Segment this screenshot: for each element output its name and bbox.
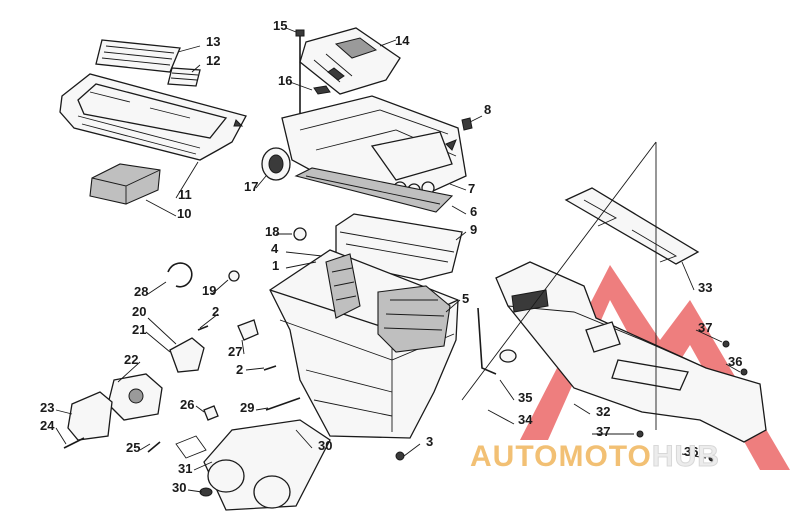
callout-c37b: 37 xyxy=(596,424,610,439)
callout-c36a: 36 xyxy=(728,354,742,369)
callout-c37a: 37 xyxy=(698,320,712,335)
callout-c7: 7 xyxy=(468,181,475,196)
callout-c33: 33 xyxy=(698,280,712,295)
callout-c13: 13 xyxy=(206,34,220,49)
callout-c36b: 36 xyxy=(684,444,698,459)
watermark-text: AUTOMOTOHUB xyxy=(470,440,720,474)
callout-c11: 11 xyxy=(178,187,192,202)
callout-c32: 32 xyxy=(596,404,610,419)
leader-lines xyxy=(55,27,741,493)
callout-c19: 19 xyxy=(202,283,216,298)
callout-c6: 6 xyxy=(470,204,477,219)
airbox-main xyxy=(269,213,463,461)
callout-c31: 31 xyxy=(178,461,192,476)
left-fittings xyxy=(63,262,331,511)
watermark-part-b: HUB xyxy=(651,440,720,474)
filter-cover-assembly xyxy=(59,39,247,205)
callout-c12: 12 xyxy=(206,53,220,68)
callout-c8: 8 xyxy=(484,102,491,117)
callout-c15: 15 xyxy=(273,18,287,33)
callout-c25: 25 xyxy=(126,440,140,455)
callout-c26: 26 xyxy=(180,397,194,412)
callout-c17: 17 xyxy=(244,179,258,194)
callout-c4: 4 xyxy=(271,241,279,256)
callout-c24: 24 xyxy=(40,418,55,433)
callout-c14: 14 xyxy=(395,33,410,48)
callout-c9: 9 xyxy=(470,222,477,237)
callout-c16: 16 xyxy=(278,73,292,88)
callout-c28: 28 xyxy=(134,284,148,299)
intake-duct-assembly xyxy=(477,187,767,462)
electrical-tray-assembly xyxy=(261,95,473,213)
callout-c34: 34 xyxy=(518,412,533,427)
callout-c18: 18 xyxy=(265,224,279,239)
callout-c27: 27 xyxy=(228,344,242,359)
watermark-part-a: AUTOMOTO xyxy=(470,440,652,473)
callout-c2a: 2 xyxy=(212,304,219,319)
callout-c23: 23 xyxy=(40,400,54,415)
callout-c22: 22 xyxy=(124,352,138,367)
callout-c29: 29 xyxy=(240,400,254,415)
callout-c1: 1 xyxy=(272,258,279,273)
callout-c10: 10 xyxy=(177,206,191,221)
callout-c35: 35 xyxy=(518,390,532,405)
callout-c5: 5 xyxy=(462,291,469,306)
callout-c20: 20 xyxy=(132,304,146,319)
callout-c3: 3 xyxy=(426,434,433,449)
callout-c30b: 30 xyxy=(172,480,186,495)
callout-c30a: 30 xyxy=(318,438,332,453)
callout-c21: 21 xyxy=(132,322,146,337)
control-module-assembly xyxy=(295,27,401,120)
callout-c2b: 2 xyxy=(236,362,243,377)
